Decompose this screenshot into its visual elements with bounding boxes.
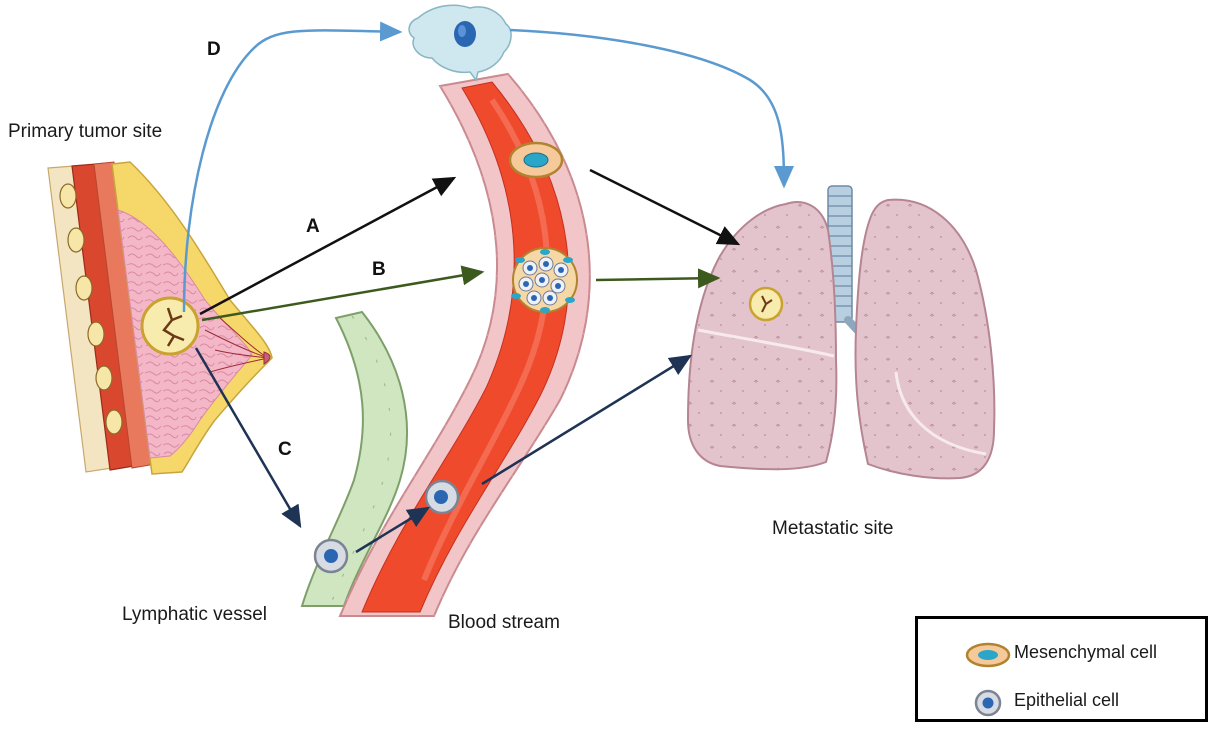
legend-mesenchymal-label: Mesenchymal cell [1014,642,1158,662]
route-b-label: B [372,259,386,280]
route-b-arrow-2 [595,268,721,289]
dendritic-cell [408,4,512,82]
route-c-arrow-2 [355,506,431,554]
legend-row-mesenchymal: Mesenchymal cell [918,633,1205,673]
primary-tumor-label: Primary tumor site [8,121,162,142]
legend-row-epithelial: Epithelial cell [918,681,1205,721]
metastatic-site-label: Metastatic site [772,518,893,539]
legend: Mesenchymal cell Epithelial cell [915,616,1208,722]
blood-stream-label: Blood stream [448,612,560,633]
epithelial-cell-in-blood [424,479,460,515]
route-a-arrow-1 [199,176,457,316]
route-a-arrow-2 [589,168,741,246]
rib-cross-sections [59,183,123,435]
metastatic-tumor [748,286,784,322]
route-b-arrow-1 [201,265,485,322]
route-c-arrow-1 [194,347,302,529]
lungs-illustration [686,185,996,480]
breast-illustration [47,161,273,475]
tumor-cell-cluster [511,247,578,313]
route-c-label: C [278,439,292,460]
route-d-arrow-1 [182,21,403,313]
route-a-label: A [306,216,320,237]
epithelial-cell-icon [974,689,1002,717]
route-c-arrow-3 [481,354,693,486]
primary-tumor [140,296,200,356]
mesenchymal-cell-in-blood [508,141,564,179]
route-d-arrow-2 [509,28,794,189]
lymphatic-vessel-label: Lymphatic vessel [122,604,267,625]
epithelial-cell-in-lymph [313,538,349,574]
mesenchymal-cell-icon [965,642,1011,668]
route-d-label: D [207,39,221,60]
legend-epithelial-label: Epithelial cell [1014,690,1120,710]
